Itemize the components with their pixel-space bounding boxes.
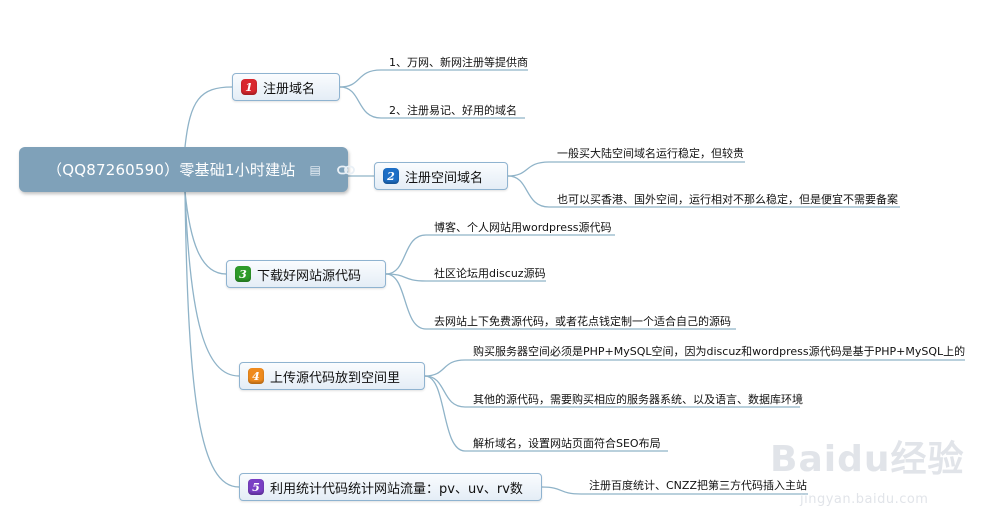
connector-topic4-child3 <box>424 375 668 452</box>
topic-label: 利用统计代码统计网站流量：pv、uv、rv数 <box>270 481 523 497</box>
subtopic[interactable]: 其他的源代码，需要购买相应的服务器系统、以及语言、数据库环境 <box>473 393 803 406</box>
connector-topic4-child1 <box>424 359 965 377</box>
subtopic[interactable]: 注册百度统计、CNZZ把第三方代码插入主站 <box>589 479 807 492</box>
priority-4-badge: 4 <box>248 368 264 384</box>
priority-5-badge: 5 <box>248 479 264 495</box>
connector-topic1-child1 <box>339 69 528 88</box>
connector-topic2-child1 <box>507 161 745 177</box>
central-topic[interactable]: （QQ87260590）零基础1小时建站 ▤ <box>19 147 355 192</box>
topic-traffic-stats[interactable]: 5 利用统计代码统计网站流量：pv、uv、rv数 <box>239 473 542 501</box>
topic-label: 注册域名 <box>263 81 316 97</box>
subtopic[interactable]: 博客、个人网站用wordpress源代码 <box>434 221 612 234</box>
note-icon[interactable]: ▤ <box>309 162 321 177</box>
connector-topic3-child3 <box>385 273 736 330</box>
subtopic[interactable]: 解析域名，设置网站页面符合SEO布局 <box>473 437 661 450</box>
subtopic[interactable]: 一般买大陆空间域名运行稳定，但较贵 <box>557 147 744 160</box>
subtopic[interactable]: 去网站上下免费源代码，或者花点钱定制一个适合自己的源码 <box>434 315 731 328</box>
subtopic[interactable]: 1、万网、新网注册等提供商 <box>389 56 528 69</box>
connector-root-topic5 <box>184 191 240 488</box>
watermark-logo: Baidu经验 <box>770 439 965 480</box>
connector-root-topic3 <box>184 191 227 275</box>
priority-2-badge: 2 <box>383 168 399 184</box>
subtopic[interactable]: 社区论坛用discuz源码 <box>434 267 546 280</box>
connector-topic3-child1 <box>385 234 615 275</box>
connector-topic4-child2 <box>424 375 800 408</box>
topic-register-hosting[interactable]: 2 注册空间域名 <box>374 162 508 190</box>
topic-label: 注册空间域名 <box>405 170 484 186</box>
baidu-jingyan-watermark: Baidu经验 jingyan.baidu.com <box>760 430 990 520</box>
connector-topic2-child2 <box>507 175 900 208</box>
topic-label: 上传源代码放到空间里 <box>270 370 401 386</box>
link-icon[interactable] <box>336 165 355 175</box>
priority-1-badge: 1 <box>241 79 257 95</box>
watermark-url: jingyan.baidu.com <box>800 492 929 507</box>
connector-root-topic4 <box>184 191 240 377</box>
connector-topic3-child2 <box>385 273 546 282</box>
subtopic[interactable]: 购买服务器空间必须是PHP+MySQL空间，因为discuz和wordpress… <box>473 345 966 358</box>
topic-register-domain[interactable]: 1 注册域名 <box>232 73 340 101</box>
central-topic-label: （QQ87260590）零基础1小时建站 <box>47 161 296 179</box>
subtopic[interactable]: 也可以买香港、国外空间，运行相对不那么稳定，但是便宜不需要备案 <box>557 193 898 206</box>
connector-root-topic1 <box>184 86 233 148</box>
topic-label: 下载好网站源代码 <box>257 268 362 284</box>
connector-topic5-child1 <box>541 486 808 495</box>
connector-topic1-child2 <box>339 86 525 119</box>
subtopic[interactable]: 2、注册易记、好用的域名 <box>389 104 517 117</box>
priority-3-badge: 3 <box>235 266 251 282</box>
topic-download-source[interactable]: 3 下载好网站源代码 <box>226 260 386 288</box>
topic-upload-source[interactable]: 4 上传源代码放到空间里 <box>239 362 425 390</box>
